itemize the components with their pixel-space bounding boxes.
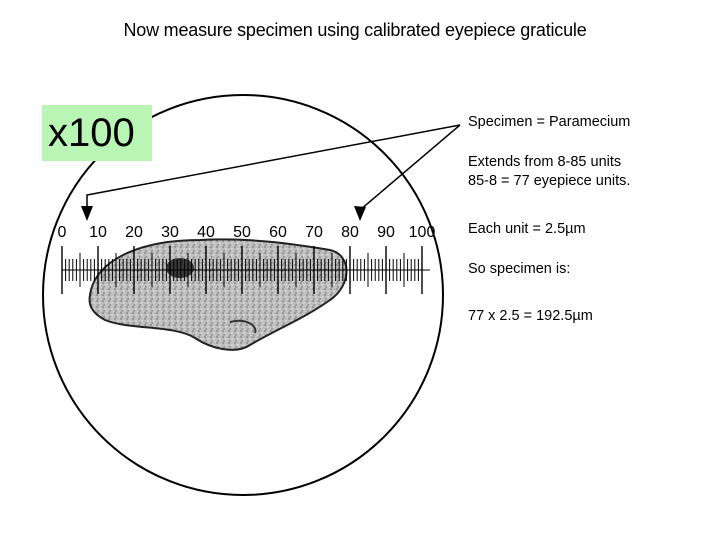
note-specimen: Specimen = Paramecium — [468, 114, 631, 130]
note-unit: Each unit = 2.5µm — [468, 221, 586, 237]
graticule-label: 100 — [409, 224, 436, 241]
pointer-arrows — [86, 124, 461, 211]
paramecium-specimen — [88, 238, 348, 351]
note-extends-line2: 85-8 = 77 eyepiece units. — [468, 173, 631, 189]
graticule-label: 40 — [197, 224, 215, 241]
note-so-specimen: So specimen is: — [468, 261, 571, 277]
slide-title: Now measure specimen using calibrated ey… — [123, 20, 587, 40]
graticule-label: 10 — [89, 224, 107, 241]
graticule-label: 0 — [58, 224, 67, 241]
arrow-to-8 — [86, 124, 461, 210]
graticule-label: 30 — [161, 224, 179, 241]
graticule-label: 50 — [233, 224, 251, 241]
graticule-label: 90 — [377, 224, 395, 241]
graticule-label: 20 — [125, 224, 143, 241]
graticule-label: 60 — [269, 224, 287, 241]
graticule-label: 80 — [341, 224, 359, 241]
arrow-to-85 — [359, 124, 461, 211]
graticule-labels: 0 10 20 30 40 50 60 70 80 90 100 — [58, 224, 436, 241]
arrowhead-8 — [81, 206, 93, 221]
magnification-label: x100 — [42, 105, 152, 161]
note-calculation: 77 x 2.5 = 192.5µm — [468, 308, 593, 324]
graticule-label: 70 — [305, 224, 323, 241]
arrowhead-85 — [354, 206, 366, 221]
note-extends-line1: Extends from 8-85 units — [468, 154, 622, 170]
